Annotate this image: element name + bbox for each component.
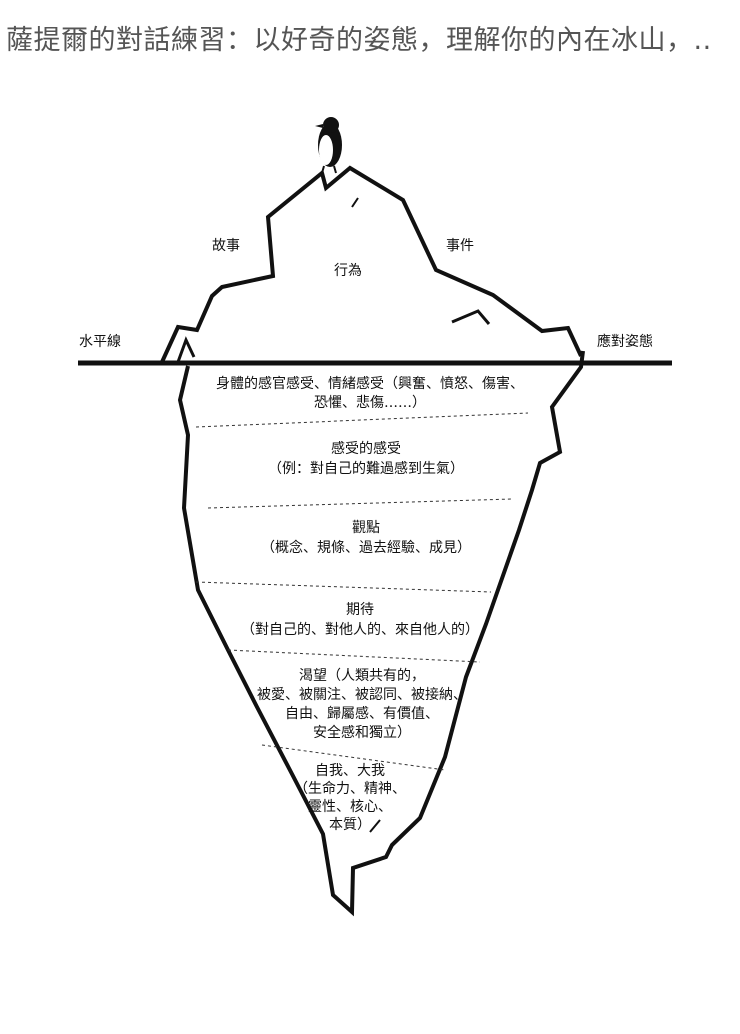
layer-text-line: 觀點	[352, 520, 380, 536]
layer-text-line: （概念、規條、過去經驗、成見）	[261, 539, 471, 556]
layer-text-line: （例：對自己的難過感到生氣）	[268, 460, 464, 477]
layer-divider	[195, 412, 529, 428]
iceberg-underwater-outline	[177, 350, 585, 917]
layer-text-line: 身體的感官感受、情緒感受（興奮、憤怒、傷害、	[216, 375, 524, 392]
layer-divider	[195, 581, 492, 593]
layer-text-line: 自由、歸屬感、有價值、	[285, 705, 439, 722]
layer-text-line: 靈性、核心、	[308, 799, 392, 815]
iceberg-layer-1: 身體的感官感受、情緒感受（興奮、憤怒、傷害、恐懼、悲傷……）	[216, 375, 524, 411]
iceberg-left-spur	[176, 336, 196, 363]
label-behavior: 行為	[334, 263, 362, 279]
iceberg-layer-6: 自我、大我（生命力、精神、靈性、核心、本質）	[294, 763, 406, 833]
layer-divider	[227, 649, 481, 663]
page-title: 薩提爾的對話練習：以好奇的姿態，理解你的內在冰山，..	[6, 25, 712, 56]
iceberg-crack-mark	[351, 197, 359, 208]
iceberg-layer-2: 感受的感受 （例：對自己的難過感到生氣）	[268, 440, 464, 477]
layer-text-line: 安全感和獨立）	[313, 724, 411, 741]
layer-text-line: （對自己的、對他人的、來自他人的）	[241, 622, 479, 638]
layer-text-line: 被愛、被關注、被認同、被接納、	[257, 686, 467, 703]
layer-text-line: 期待	[346, 602, 374, 618]
layer-text-line: 自我、大我	[315, 763, 385, 779]
label-story: 故事	[212, 238, 240, 254]
layer-divider	[261, 744, 446, 771]
layer-text-line: 恐懼、悲傷……）	[314, 394, 426, 411]
layer-text-line: 感受的感受	[331, 440, 401, 457]
iceberg-layer-5: 渴望（人類共有的， 被愛、被關注、被認同、被接納、自由、歸屬感、有價值、安全感和獨…	[257, 668, 467, 741]
iceberg-tip-outline	[160, 165, 583, 363]
layer-text-line: （生命力、精神、	[294, 780, 406, 797]
layer-divider	[207, 498, 513, 509]
penguin-icon	[315, 117, 342, 174]
iceberg-inner-crack	[369, 819, 381, 833]
iceberg-layer-3: 觀點 （概念、規條、過去經驗、成見）	[261, 520, 471, 556]
iceberg-ledge-mark	[451, 309, 491, 325]
label-coping-stance: 應對姿態	[597, 333, 653, 350]
iceberg-layers: 身體的感官感受、情緒感受（興奮、憤怒、傷害、恐懼、悲傷……） 感受的感受 （例：對自…	[216, 375, 524, 833]
label-waterline: 水平線	[79, 334, 121, 350]
layer-text-line: 渴望（人類共有的，	[299, 668, 425, 684]
iceberg-layer-4: 期待 （對自己的、對他人的、來自他人的）	[241, 602, 479, 638]
layer-text-line: 本質）	[329, 817, 371, 833]
label-event: 事件	[446, 238, 474, 254]
